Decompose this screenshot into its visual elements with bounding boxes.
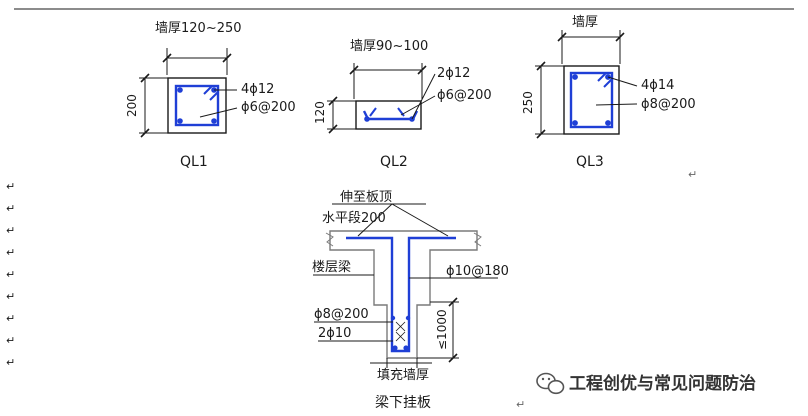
label-extend-to-slab-top: 伸至板顶 xyxy=(340,190,392,205)
ql3-rebar xyxy=(572,74,578,80)
ql2-stirrup-label: ϕ6@200 xyxy=(437,88,492,103)
label-horizontal-length: 水平段200 xyxy=(322,211,386,226)
wechat-icon xyxy=(536,372,565,395)
watermark: 工程创优与常见问题防治 xyxy=(536,372,756,395)
height-tick xyxy=(448,353,458,363)
ql3-bars-label: 4ϕ14 xyxy=(641,78,674,93)
ql3-height-label: 250 xyxy=(521,91,535,114)
ql2-tick xyxy=(328,96,338,106)
margin-mark: ↵ xyxy=(6,246,15,259)
beam-cross-mark xyxy=(395,321,406,332)
ql3-stirrup xyxy=(569,71,614,129)
beam-rebar-dot xyxy=(405,315,411,321)
leader-extend xyxy=(391,203,449,237)
label-infill-thickness: 填充墙厚 xyxy=(377,367,429,383)
ql2-rebar xyxy=(364,116,370,122)
left-margin-marks: ↵ ↵ ↵ ↵ ↵ ↵ ↵ ↵ ↵ xyxy=(6,180,15,369)
ql1-tick xyxy=(222,53,232,63)
margin-mark: ↵ xyxy=(6,312,15,325)
ql3-leader xyxy=(607,76,638,87)
ql1-section: 墙厚120~250 200 4ϕ12 ϕ6@200 QL1 xyxy=(125,21,296,170)
beam-rebar-dot xyxy=(392,345,398,351)
label-stirrup: ϕ8@200 xyxy=(314,307,369,322)
ql2-bars-label: 2ϕ12 xyxy=(437,66,470,81)
ql3-leader xyxy=(595,103,638,106)
ql2-stirrup-hook xyxy=(369,107,377,117)
beam-rebar-dot xyxy=(403,345,409,351)
ql2-top-label: 墙厚90~100 xyxy=(350,39,428,54)
ql1-stirrup xyxy=(174,84,220,127)
ql1-stirrup-hook xyxy=(209,91,219,101)
beam-hanging-rebar xyxy=(346,236,456,353)
ql2-tick xyxy=(417,65,427,75)
break-mark-right xyxy=(473,232,482,247)
ql2-section: 墙厚90~100 120 2ϕ12 ϕ6@200 QL2 xyxy=(313,39,492,170)
ql1-tick xyxy=(162,53,172,63)
return-mark: ↵ xyxy=(688,168,697,181)
ql3-tick xyxy=(557,32,567,42)
ql2-height-label: 120 xyxy=(313,101,327,124)
margin-mark: ↵ xyxy=(6,180,15,193)
label-bottom-bars: 2ϕ10 xyxy=(318,326,351,341)
ql3-stirrup-hook xyxy=(597,72,607,82)
ql1-top-label: 墙厚120~250 xyxy=(155,21,242,36)
ql1-tick xyxy=(140,73,150,83)
ql3-section: 墙厚 250 4ϕ14 ϕ8@200 QL3 xyxy=(521,15,696,170)
ql3-top-label: 墙厚 xyxy=(572,15,598,30)
label-top-bar: ϕ10@180 xyxy=(446,264,509,279)
ql2-stirrup xyxy=(362,110,419,121)
label-height-limit: ≤1000 xyxy=(435,309,449,350)
margin-mark: ↵ xyxy=(6,224,15,237)
ql3-rebar xyxy=(605,120,611,126)
ql3-tick xyxy=(615,32,625,42)
ql1-tick xyxy=(140,128,150,138)
ql2-tick xyxy=(349,65,359,75)
ql3-rebar xyxy=(572,120,578,126)
margin-mark: ↵ xyxy=(6,334,15,347)
margin-mark: ↵ xyxy=(6,290,15,303)
ql1-rebar xyxy=(177,118,183,124)
ql2-name: QL2 xyxy=(380,154,408,170)
ql1-name: QL1 xyxy=(180,154,208,170)
margin-mark: ↵ xyxy=(6,268,15,281)
ql1-bars-label: 4ϕ12 xyxy=(241,82,274,97)
leader-extend xyxy=(357,203,393,237)
ql3-stirrup-hook xyxy=(603,78,613,88)
label-floor-beam: 楼层梁 xyxy=(312,260,351,275)
ql2-leader xyxy=(400,95,436,116)
ql1-rebar xyxy=(177,87,183,93)
ql1-leader xyxy=(199,107,238,118)
ql3-name: QL3 xyxy=(576,154,604,170)
margin-mark: ↵ xyxy=(6,356,15,369)
break-mark-left xyxy=(325,232,334,247)
ql2-tick xyxy=(328,124,338,134)
ql3-tick xyxy=(536,129,546,139)
ql1-stirrup-label: ϕ6@200 xyxy=(241,100,296,115)
ql1-stirrup-hook xyxy=(203,85,213,95)
hanging-beam-title: 梁下挂板 xyxy=(375,395,431,411)
ql1-rebar xyxy=(211,118,217,124)
ql2-stirrup-hook xyxy=(397,107,405,117)
ql2-leader xyxy=(411,73,436,120)
ql1-height-label: 200 xyxy=(125,94,139,117)
watermark-text: 工程创优与常见问题防治 xyxy=(569,373,756,394)
margin-mark: ↵ xyxy=(6,202,15,215)
return-mark: ↵ xyxy=(516,398,525,411)
hanging-beam-detail: 伸至板顶 水平段200 楼层梁 ϕ10@180 ϕ8@200 2ϕ10 ≤100… xyxy=(312,190,509,411)
beam-rebar-dot xyxy=(390,315,396,321)
ql3-tick xyxy=(536,61,546,71)
beam-cross-mark xyxy=(395,331,406,342)
height-tick xyxy=(448,297,458,307)
ql3-stirrup-label: ϕ8@200 xyxy=(641,97,696,112)
